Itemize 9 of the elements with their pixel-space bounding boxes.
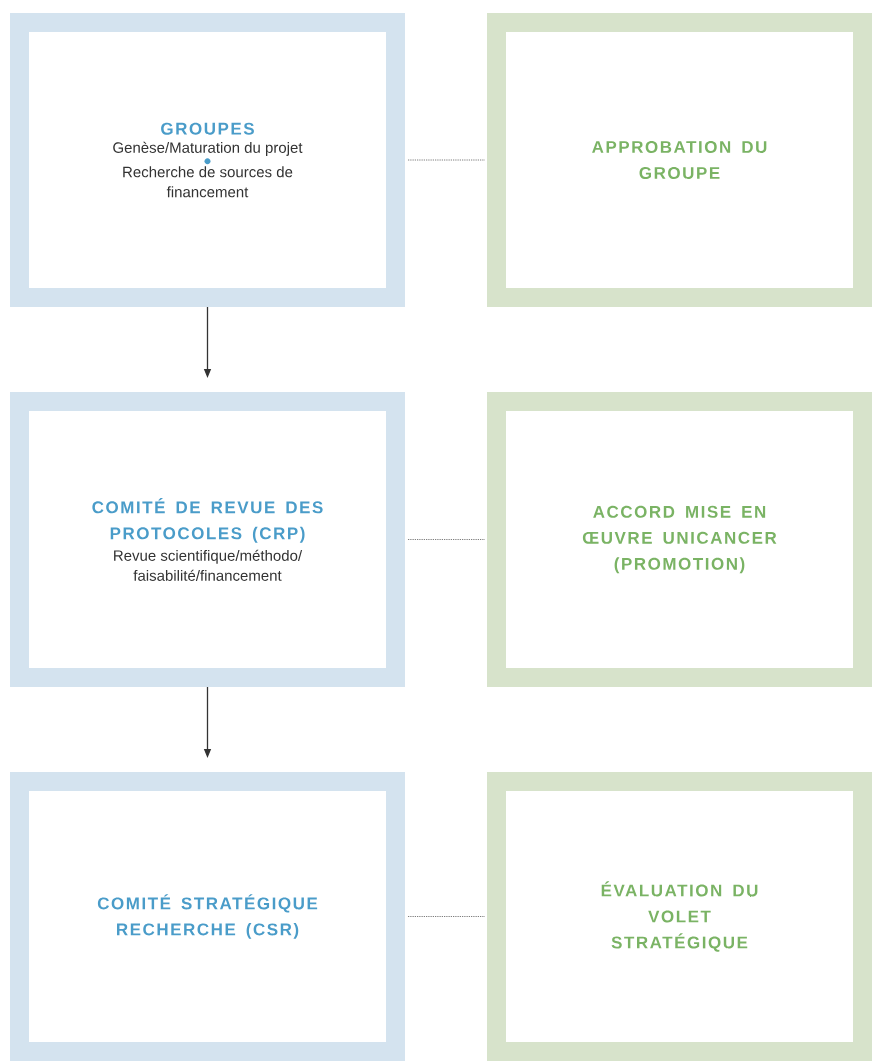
process-box: ÉVALUATION DU VOLET STRATÉGIQUE <box>487 772 872 1061</box>
process-box: COMITÉ STRATÉGIQUE RECHERCHE (CSR) <box>10 772 405 1061</box>
connector-line <box>407 916 486 917</box>
connector-line <box>407 539 486 540</box>
process-box: COMITÉ DE REVUE DES PROTOCOLES (CRP) Revue scientifique/méthodo/ faisabilité/financement <box>10 392 405 687</box>
connector-line <box>407 159 486 161</box>
process-box: APPROBATION DU GROUPE <box>487 13 872 307</box>
process-box: ACCORD MISE EN ŒUVRE UNICANCER (PROMOTION) <box>487 392 872 687</box>
process-box: GROUPES Genèse/Maturation du projet Recherche de sources de financement <box>10 13 405 307</box>
